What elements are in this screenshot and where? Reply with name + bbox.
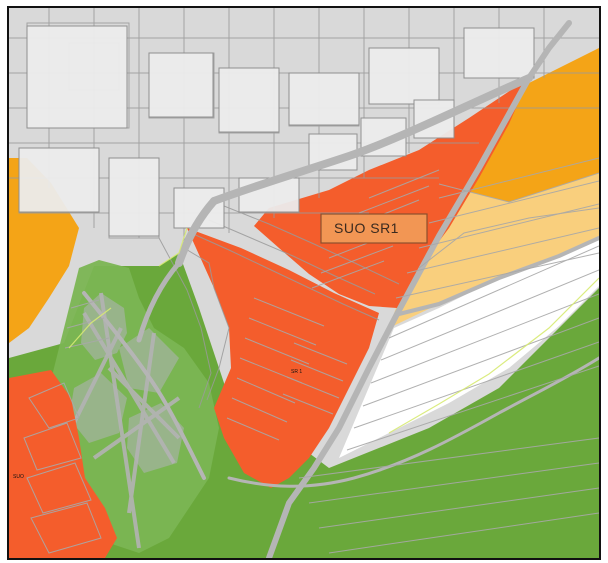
- zone-label: SUO SR1: [334, 220, 399, 236]
- yellow-boundary-lines: [68, 227, 599, 434]
- white-area: [339, 238, 599, 458]
- small-zone-label-b: SUO: [13, 474, 24, 480]
- northern-red-zone: [254, 78, 529, 308]
- zone-label-box[interactable]: SUO SR1: [320, 213, 428, 244]
- park-walkways: [72, 292, 181, 549]
- small-zone-label-a: SR 1: [291, 369, 302, 375]
- parcel-lines: [23, 157, 599, 554]
- label-box-background: [320, 213, 428, 244]
- white-zone: [339, 238, 599, 458]
- central-red-zone: [187, 228, 379, 488]
- built-blocks: [18, 25, 535, 237]
- green-park-zone: [9, 253, 599, 558]
- map-frame: SUO SR1 SR 1 SUO: [7, 6, 601, 560]
- map-canvas[interactable]: SUO SR1 SR 1 SUO: [9, 8, 599, 558]
